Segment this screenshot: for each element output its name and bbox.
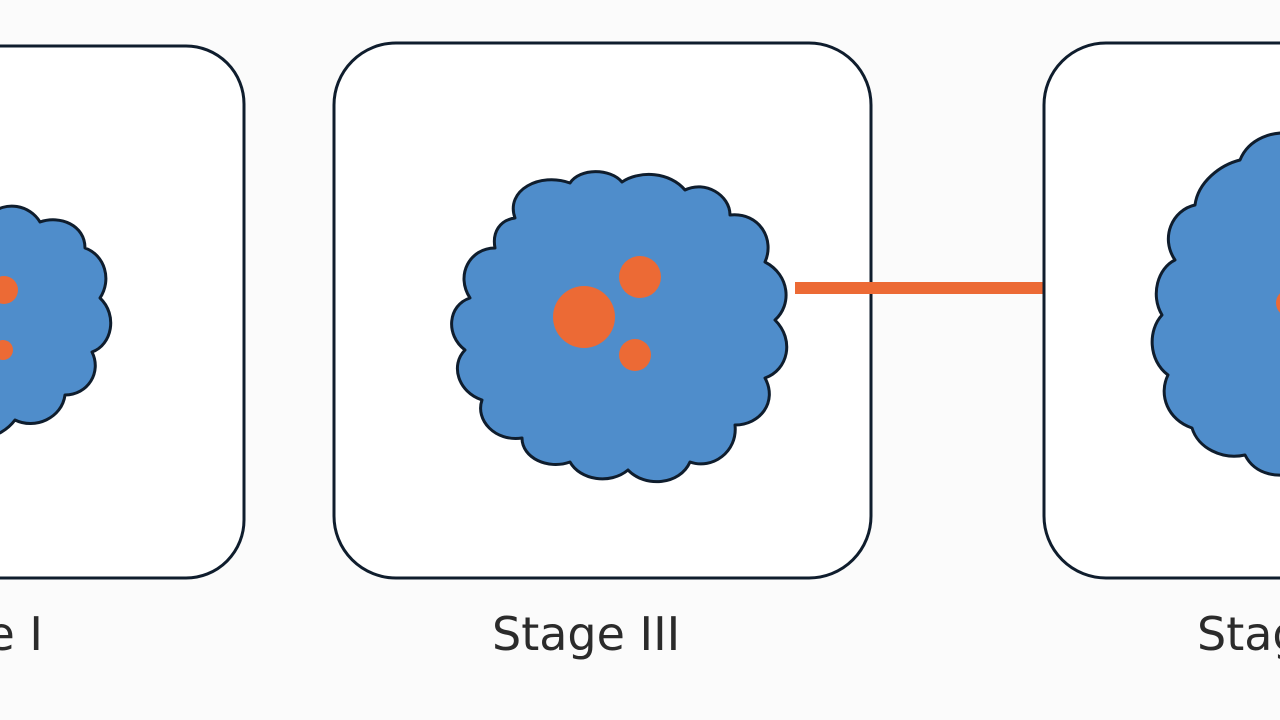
cell-body-center [450, 170, 789, 484]
nucleus-center-lower [619, 339, 651, 371]
stage-label-right: Stag [1197, 607, 1280, 661]
stage-panel-center [332, 41, 873, 580]
nucleus-right [1276, 293, 1280, 313]
nucleus-center-large [553, 286, 615, 348]
nucleus-left-1 [0, 276, 18, 304]
stage-label-left: e I [0, 607, 43, 661]
panel-frame-left [0, 44, 246, 580]
stage-panel-right [1042, 41, 1280, 580]
arrow-shaft [795, 282, 1050, 294]
nucleus-center-upper [619, 256, 661, 298]
cell-body-left [0, 204, 113, 435]
cell-center [450, 170, 789, 484]
nucleus-left-2 [0, 340, 13, 360]
stage-panel-left [0, 44, 246, 580]
stage-label-center: Stage III [492, 607, 681, 661]
cell-right [1150, 131, 1280, 477]
cell-body-right [1150, 131, 1280, 477]
cell-left [0, 204, 113, 435]
